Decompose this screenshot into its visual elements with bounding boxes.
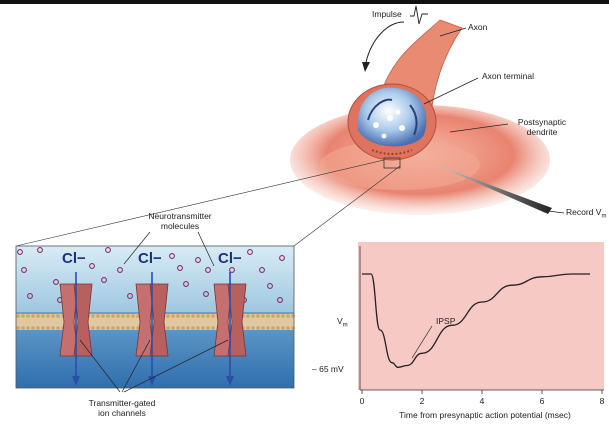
vm-axis-label-sub: m (343, 323, 348, 329)
x-tick-label: 4 (474, 396, 490, 406)
ipsp-curve (362, 274, 590, 367)
x-tick-label: 8 (594, 396, 609, 406)
x-axis-label: Time from presynaptic action potential (… (362, 410, 608, 420)
x-tick-label: 0 (354, 396, 370, 406)
minus-65-mv-label: – 65 mV (312, 364, 344, 374)
x-tick-label: 6 (534, 396, 550, 406)
vm-axis-label: Vm (337, 316, 348, 331)
ipsp-label: IPSP (436, 316, 455, 326)
x-tick-label: 2 (414, 396, 430, 406)
